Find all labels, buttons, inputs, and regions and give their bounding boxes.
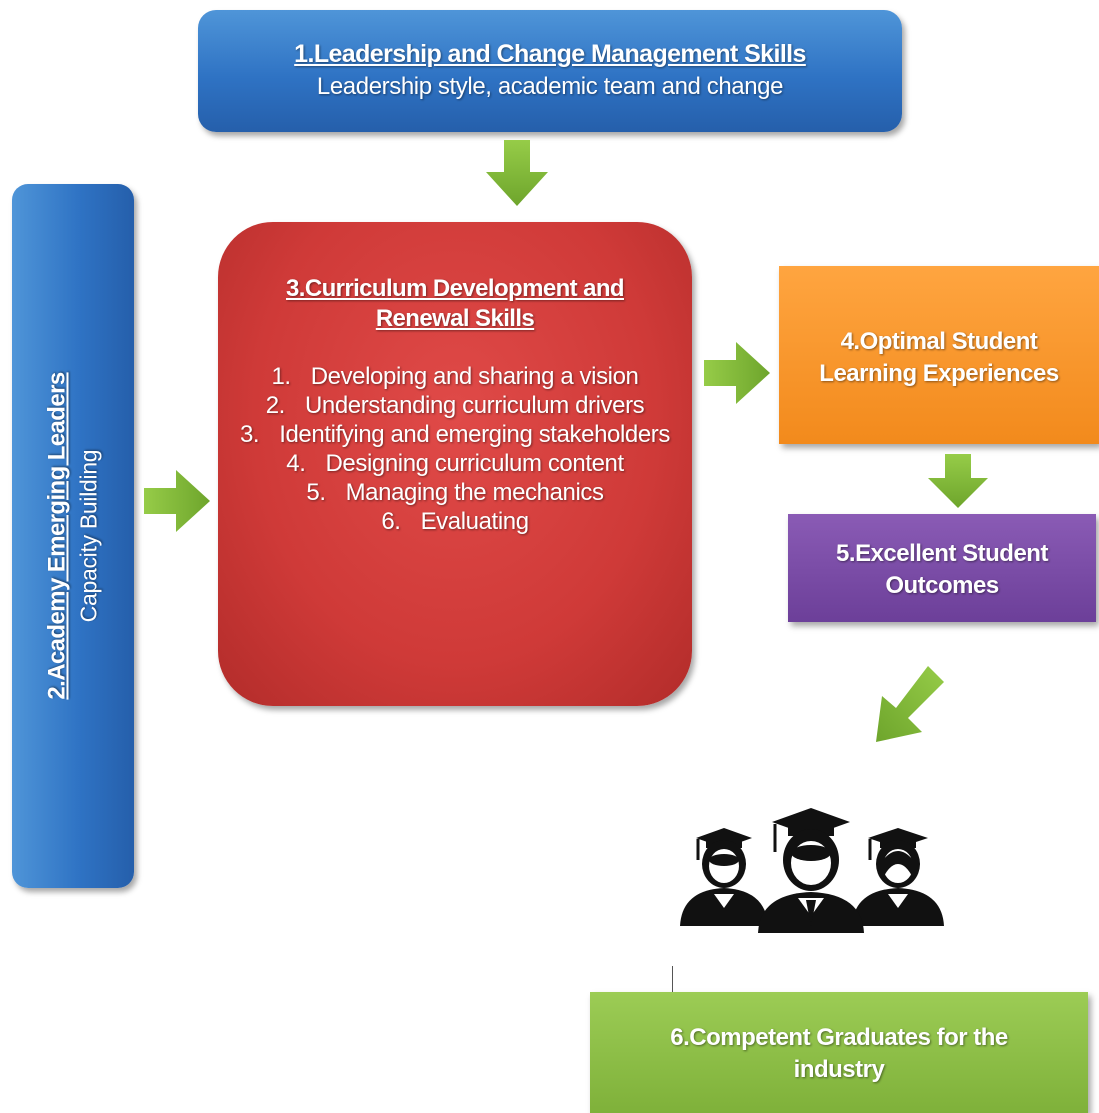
leadership-title: 1.Leadership and Change Management Skill… <box>294 40 806 68</box>
learning-experiences-title: 4.Optimal Student Learning Experiences <box>819 328 1059 387</box>
learning-experiences-box: 4.Optimal Student Learning Experiences <box>779 266 1099 444</box>
right-arrow-icon <box>704 342 770 404</box>
student-outcomes-title: 5.Excellent Student Outcomes <box>836 540 1048 599</box>
curriculum-title: 3.Curriculum Development and Renewal Ski… <box>286 275 625 332</box>
competent-graduates-title: 6.Competent Graduates for the industry <box>670 1024 1008 1083</box>
curriculum-box: 3.Curriculum Development and Renewal Ski… <box>218 222 692 706</box>
leadership-subtitle: Leadership style, academic team and chan… <box>316 73 784 100</box>
list-item: 2.Understanding curriculum drivers <box>265 392 645 419</box>
list-item: 4.Designing curriculum content <box>286 450 624 477</box>
diagonal-arrow-icon <box>876 666 944 742</box>
down-arrow-icon <box>486 140 548 206</box>
student-outcomes-box: 5.Excellent Student Outcomes <box>788 514 1096 622</box>
down-arrow-icon <box>928 454 988 508</box>
connector-line <box>672 966 673 994</box>
list-item: 5.Managing the mechanics <box>306 479 604 506</box>
list-item: 6.Evaluating <box>381 508 529 535</box>
emerging-leaders-title: 2.Academy Emerging Leaders <box>43 372 71 700</box>
leadership-box: 1.Leadership and Change Management Skill… <box>198 10 902 132</box>
right-arrow-icon <box>144 470 210 532</box>
emerging-leaders-subtitle: Capacity Building <box>75 449 102 623</box>
list-item: 3.Identifying and emerging stakeholders <box>239 421 670 448</box>
emerging-leaders-box: 2.Academy Emerging Leaders Capacity Buil… <box>12 184 134 888</box>
competent-graduates-box: 6.Competent Graduates for the industry <box>590 992 1088 1113</box>
curriculum-list: 1.Developing and sharing a vision 2.Unde… <box>218 362 692 536</box>
list-item: 1.Developing and sharing a vision <box>271 363 639 390</box>
graduates-icon <box>680 808 944 933</box>
